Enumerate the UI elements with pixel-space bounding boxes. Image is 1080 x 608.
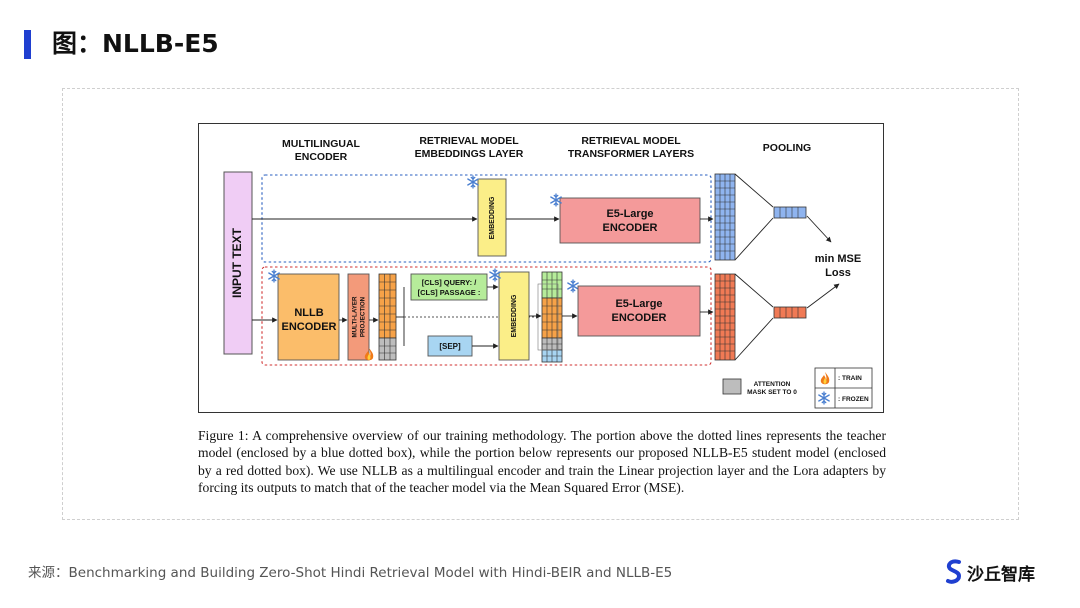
legend-frozen-label: : FROZEN	[838, 396, 869, 403]
nllb-encoder-block	[277, 273, 340, 361]
attention-mask-label-line2: MASK SET TO 0	[747, 389, 797, 396]
teacher-box	[261, 174, 712, 263]
projected-token-tensor	[378, 273, 397, 361]
snowflake-icon	[467, 175, 479, 189]
projection-label-line1: MULTI-LAYER	[352, 296, 359, 337]
student-e5-encoder	[577, 285, 701, 337]
arrow-student-to-loss	[806, 283, 840, 309]
input-text-box	[223, 171, 253, 355]
legend-train-label: : TRAIN	[838, 375, 862, 382]
page-title: 图：NLLB-E5	[52, 29, 219, 58]
loss-label-line2: Loss	[825, 267, 851, 279]
projection-label-line2: PROJECTION	[360, 296, 367, 337]
source-citation: 来源：Benchmarking and Building Zero-Shot H…	[28, 565, 673, 581]
brand-name: 沙丘智库	[967, 564, 1035, 585]
sep-label: [SEP]	[439, 342, 461, 351]
header-transformer-layers-line1: RETRIEVAL MODEL	[581, 135, 681, 147]
teacher-e5-label-line2: ENCODER	[602, 222, 657, 234]
teacher-pool-line-bottom	[734, 217, 774, 261]
student-e5-label-line2: ENCODER	[611, 312, 666, 324]
projection-block	[347, 273, 370, 361]
teacher-embedding-label: EMBEDDING	[489, 196, 496, 239]
figure-caption: Figure 1: A comprehensive overview of ou…	[198, 428, 886, 495]
header-embeddings-layer-line2: EMBEDDINGS LAYER	[415, 148, 524, 160]
attention-mask-swatch	[722, 378, 742, 395]
nllb-label-line1: NLLB	[294, 307, 323, 319]
diagram-canvas: MULTILINGUAL ENCODER RETRIEVAL MODEL EMB…	[223, 135, 873, 409]
student-embedded-tokens	[537, 271, 563, 363]
teacher-embedding-block	[477, 178, 507, 257]
header-multilingual-encoder-line2: ENCODER	[295, 151, 348, 163]
header-multilingual-encoder-line1: MULTILINGUAL	[282, 138, 361, 150]
header-transformer-layers-line2: TRANSFORMER LAYERS	[568, 148, 694, 160]
student-embedding-block	[498, 271, 530, 361]
student-box	[261, 266, 712, 366]
brand-mark-icon	[946, 559, 962, 584]
snowflake-icon	[567, 279, 579, 293]
title-accent-bar	[24, 30, 31, 59]
loss-label-line1: min MSE	[815, 253, 861, 265]
attention-mask-label-line1: ATTENTION	[754, 381, 791, 388]
teacher-e5-encoder	[559, 197, 701, 244]
brand-logo: 沙丘智库	[945, 558, 1035, 586]
student-pool-line-bottom	[734, 317, 774, 361]
student-embedding-label: EMBEDDING	[511, 294, 518, 337]
teacher-pool-line-top	[734, 173, 774, 208]
nllb-label-line2: ENCODER	[281, 321, 336, 333]
architecture-diagram: MULTILINGUAL ENCODER RETRIEVAL MODEL EMB…	[198, 123, 884, 413]
student-pool-line-top	[734, 273, 774, 308]
arrow-teacher-to-loss	[806, 215, 832, 243]
header-pooling: POOLING	[763, 142, 811, 154]
student-output-tensor	[714, 273, 736, 361]
teacher-e5-label-line1: E5-Large	[606, 208, 653, 220]
teacher-pooled-vector	[773, 206, 807, 219]
teacher-output-tensor	[714, 173, 736, 261]
student-e5-label-line1: E5-Large	[615, 298, 662, 310]
header-embeddings-layer-line1: RETRIEVAL MODEL	[419, 135, 519, 147]
input-text-label: INPUT TEXT	[230, 227, 244, 298]
prompt-label-line1: [CLS] QUERY: /	[422, 278, 477, 287]
prompt-label-line2: [CLS] PASSAGE :	[418, 288, 481, 297]
student-pooled-vector	[773, 306, 807, 319]
